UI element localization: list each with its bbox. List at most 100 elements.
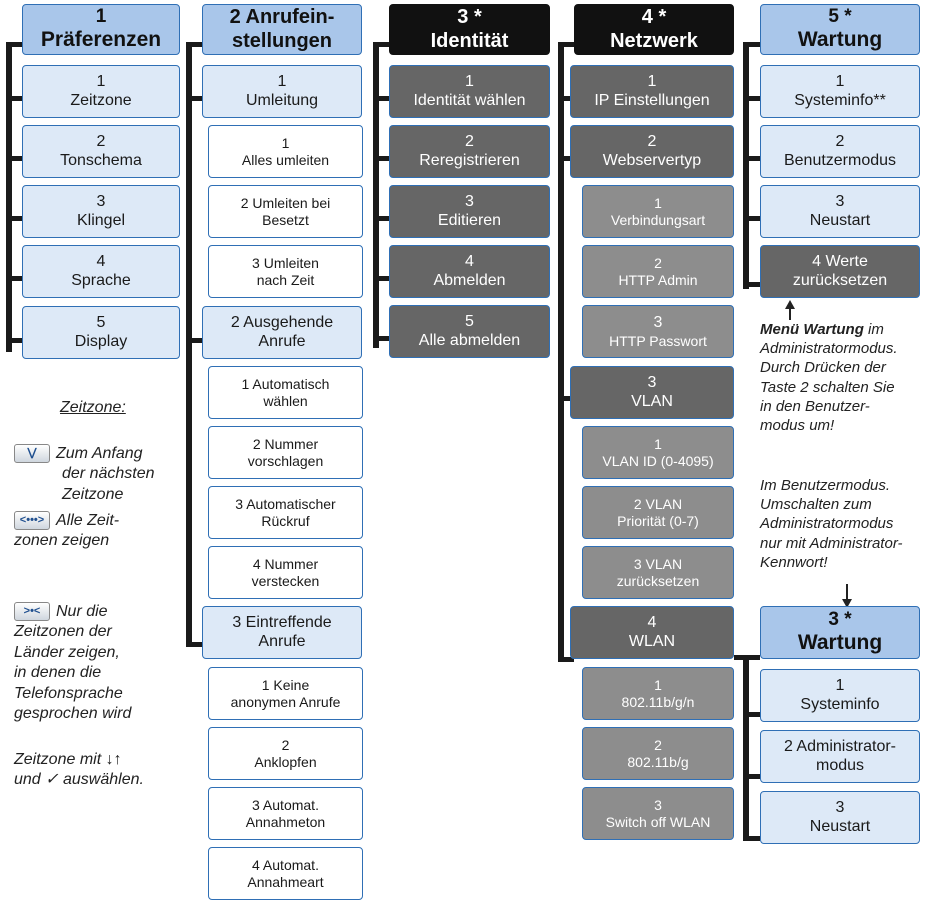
menu-item-alles-umleiten[interactable]: 1 Alles umleiten (208, 125, 363, 178)
menu-item-nummer-verstecken[interactable]: 4 Nummer verstecken (208, 546, 363, 599)
header-number: 4 * (641, 5, 667, 28)
menu-item-alle-abmelden[interactable]: 5 Alle abmelden (389, 305, 550, 358)
header-number: 3 * (457, 5, 482, 28)
col3-connector-h (373, 156, 389, 161)
menu-item-reregistrieren[interactable]: 2 Reregistrieren (389, 125, 550, 178)
menu-item-sprache[interactable]: 4 Sprache (22, 245, 180, 298)
legend-text: in denen die (14, 664, 102, 682)
item-label: Alle abmelden (418, 331, 521, 349)
menu-item-nummer-vorschlagen[interactable]: 2 Nummer vorschlagen (208, 426, 363, 479)
item-label: wählen (263, 392, 308, 409)
note-text: Durch Drücken der (760, 359, 886, 377)
col1-connector-h (6, 42, 22, 47)
menu-item-http-passwort[interactable]: 3 HTTP Passwort (582, 305, 734, 358)
menu-item-automat-annahmeton[interactable]: 3 Automat. Annahmeton (208, 787, 363, 840)
col6-connector-h (734, 655, 760, 660)
col6-connector-vertical (743, 655, 749, 841)
submenu-webservertyp[interactable]: 2 Webservertyp (570, 125, 734, 178)
menu-item-klingel[interactable]: 3 Klingel (22, 185, 180, 238)
menu-item-ip-einstellungen[interactable]: 1 IP Einstellungen (570, 65, 734, 118)
menu-item-identitaet-waehlen[interactable]: 1 Identität wählen (389, 65, 550, 118)
menu-item-umleiten-bei-besetzt[interactable]: 2 Umleiten bei Besetzt (208, 185, 363, 238)
item-label: Webservertyp (602, 151, 702, 169)
menu-header-praeferenzen[interactable]: 1 Präferenzen (22, 4, 180, 55)
submenu-wlan[interactable]: 4 WLAN (570, 606, 734, 659)
menu-item-anklopfen[interactable]: 2 Anklopfen (208, 727, 363, 780)
menu-item-automatischer-rueckruf[interactable]: 3 Automatischer Rückruf (208, 486, 363, 539)
ellipsis-key-icon: <•••> (14, 511, 50, 531)
menu-item-werte-zuruecksetzen[interactable]: 4 Werte zurücksetzen (760, 245, 920, 298)
item-number: 5 (96, 313, 106, 331)
note-text: in den Benutzer- (760, 397, 870, 415)
item-number: 1 (654, 676, 662, 693)
item-number: 1 (654, 194, 662, 211)
menu-item-neustart-user[interactable]: 3 Neustart (760, 791, 920, 844)
item-label: Verbindungsart (610, 211, 706, 228)
col3-connector-h (373, 216, 389, 221)
menu-item-systeminfo-user[interactable]: 1 Systeminfo (760, 669, 920, 722)
menu-item-benutzermodus[interactable]: 2 Benutzermodus (760, 125, 920, 178)
menu-item-http-admin[interactable]: 2 HTTP Admin (582, 245, 734, 298)
header-label: stellungen (231, 29, 332, 52)
item-label: Neustart (809, 211, 871, 229)
col4-connector-h (558, 156, 574, 161)
item-label: Anrufe (258, 632, 306, 650)
menu-header-wartung[interactable]: 5 * Wartung (760, 4, 920, 55)
menu-item-wlan-bgn[interactable]: 1 802.11b/g/n (582, 667, 734, 720)
item-label: Benutzermodus (783, 151, 897, 169)
item-label: Systeminfo (800, 695, 880, 713)
menu-item-vlan-prioritaet[interactable]: 2 VLAN Priorität (0-7) (582, 486, 734, 539)
item-label: Alles umleiten (241, 151, 330, 168)
menu-item-umleiten-nach-zeit[interactable]: 3 Umleiten nach Zeit (208, 245, 363, 298)
item-number: 4 Automat. (252, 856, 319, 873)
col6-connector-h (743, 712, 760, 717)
col4-connector-h (558, 96, 574, 101)
legend-text: Zum Anfang (56, 445, 143, 462)
item-label: WLAN (628, 632, 676, 650)
menu-item-tonschema[interactable]: 2 Tonschema (22, 125, 180, 178)
submenu-umleitung[interactable]: 1 Umleitung (202, 65, 362, 118)
item-number: 5 (465, 312, 474, 330)
menu-item-systeminfo[interactable]: 1 Systeminfo** (760, 65, 920, 118)
col1-connector-h (6, 156, 22, 161)
submenu-ausgehende-anrufe[interactable]: 2 Ausgehende Anrufe (202, 306, 362, 359)
menu-item-administratormodus[interactable]: 2 Administrator- modus (760, 730, 920, 783)
col5-connector-h (743, 282, 760, 287)
legend-text: Zeitzonen der (14, 623, 112, 641)
menu-item-vlan-id[interactable]: 1 VLAN ID (0-4095) (582, 426, 734, 479)
menu-item-neustart[interactable]: 3 Neustart (760, 185, 920, 238)
menu-item-wlan-bg[interactable]: 2 802.11b/g (582, 727, 734, 780)
item-number: 2 (647, 132, 657, 150)
header-number: 5 * (828, 5, 852, 27)
item-label: anonymen Anrufe (230, 693, 341, 710)
menu-item-abmelden[interactable]: 4 Abmelden (389, 245, 550, 298)
submenu-eintreffende-anrufe[interactable]: 3 Eintreffende Anrufe (202, 606, 362, 659)
note-text: Taste 2 schalten Sie (760, 378, 895, 396)
item-number: 3 (653, 313, 663, 331)
menu-item-automatisch-waehlen[interactable]: 1 Automatisch wählen (208, 366, 363, 419)
menu-item-switch-off-wlan[interactable]: 3 Switch off WLAN (582, 787, 734, 840)
menu-header-identitaet[interactable]: 3 * Identität (389, 4, 550, 55)
submenu-vlan[interactable]: 3 VLAN (570, 366, 734, 419)
menu-item-display[interactable]: 5 Display (22, 306, 180, 359)
menu-item-zeitzone[interactable]: 1 Zeitzone (22, 65, 180, 118)
menu-item-keine-anonymen-anrufe[interactable]: 1 Keine anonymen Anrufe (208, 667, 363, 720)
menu-item-automat-annahmeart[interactable]: 4 Automat. Annahmeart (208, 847, 363, 900)
header-label: Identität (430, 29, 509, 52)
menu-header-anrufeinstellungen[interactable]: 2 Anrufein- stellungen (202, 4, 362, 55)
note-text: Administratormodus (760, 515, 894, 533)
menu-header-netzwerk[interactable]: 4 * Netzwerk (574, 4, 734, 55)
arrow-down-icon (842, 584, 852, 608)
item-number: 3 Automatischer (235, 495, 336, 512)
legend-text: Telefonsprache (14, 684, 123, 702)
item-number: 1 Automatisch (241, 375, 330, 392)
menu-header-wartung-user[interactable]: 3 * Wartung (760, 606, 920, 659)
header-number: 1 (95, 5, 107, 27)
menu-item-editieren[interactable]: 3 Editieren (389, 185, 550, 238)
legend-key-1: ⋁Zum Anfang der nächsten Zeitzone (14, 444, 194, 505)
menu-item-vlan-zuruecksetzen[interactable]: 3 VLAN zurücksetzen (582, 546, 734, 599)
menu-item-verbindungsart[interactable]: 1 Verbindungsart (582, 185, 734, 238)
item-number: 2 (835, 132, 845, 150)
note-admin-mode: Menü Wartung im Administratormodus. Durc… (760, 320, 938, 435)
col3-connector-h (373, 42, 389, 47)
